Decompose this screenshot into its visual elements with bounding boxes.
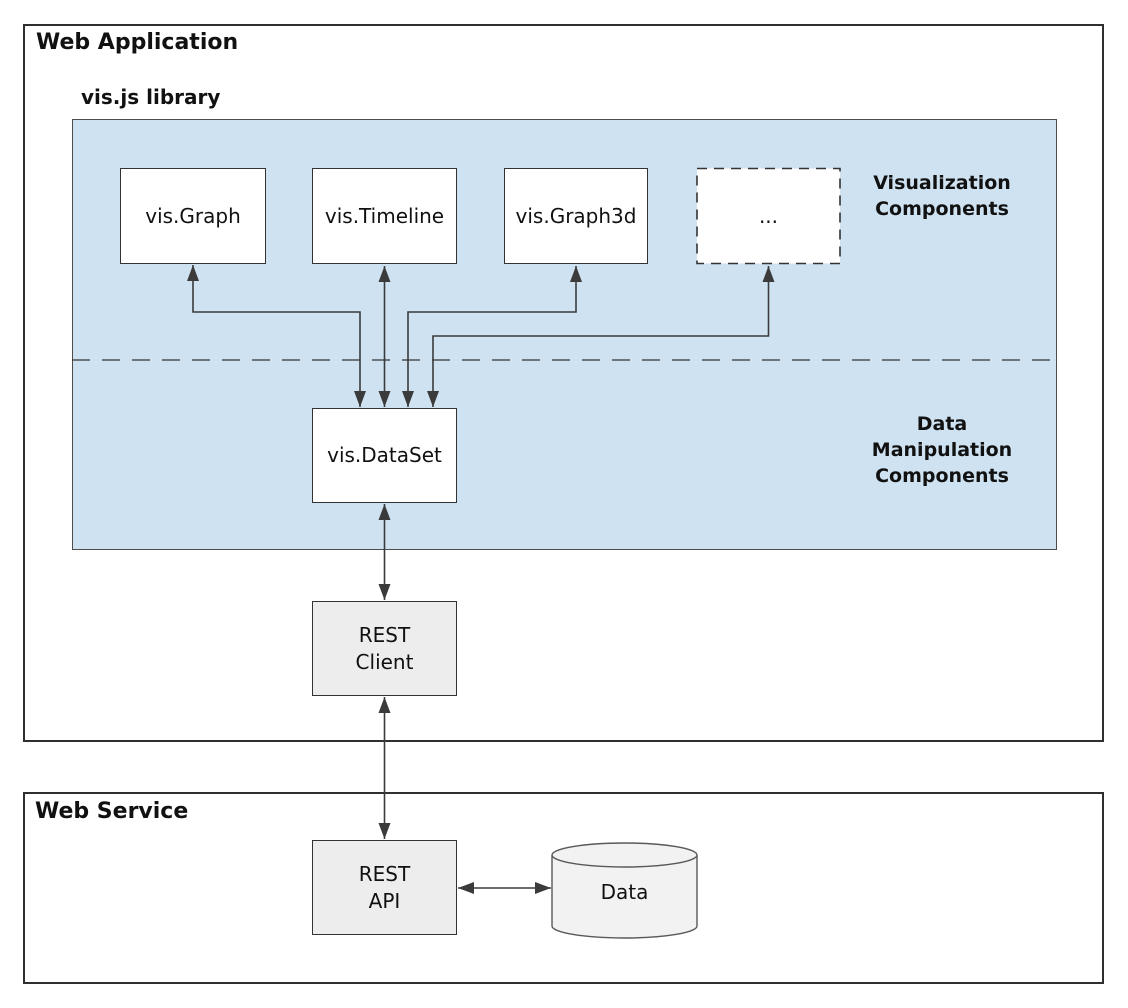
data-store-label: Data: [552, 846, 697, 938]
web-service-title: Web Service: [35, 799, 189, 824]
dataset-box: vis.DataSet: [312, 408, 457, 503]
component-label: vis.Timeline: [324, 203, 445, 228]
more-components-label: ...: [696, 168, 841, 264]
component-box-vis-timeline: vis.Timeline: [312, 168, 457, 264]
component-box-vis-graph3d: vis.Graph3d: [504, 168, 648, 264]
visualization-components-label: Visualization Components: [873, 172, 1011, 220]
web-service-box: [23, 792, 1104, 984]
dataset-label: vis.DataSet: [327, 443, 442, 467]
component-box-vis-graph: vis.Graph: [120, 168, 266, 264]
web-application-title: Web Application: [36, 30, 239, 55]
rest-api-label: REST API: [358, 861, 411, 913]
visjs-library-title: vis.js library: [81, 85, 221, 109]
rest-client-label: REST Client: [355, 622, 414, 674]
data-manipulation-components-label: Data Manipulation Components: [871, 413, 1013, 487]
component-label: vis.Graph3d: [515, 203, 637, 228]
more-components-ellipsis: ...: [758, 204, 779, 228]
rest-api-box: REST API: [312, 840, 457, 935]
web-application-box: [23, 24, 1104, 742]
data-store-text: Data: [600, 880, 649, 904]
component-label: vis.Graph: [145, 203, 241, 228]
rest-client-box: REST Client: [312, 601, 457, 696]
